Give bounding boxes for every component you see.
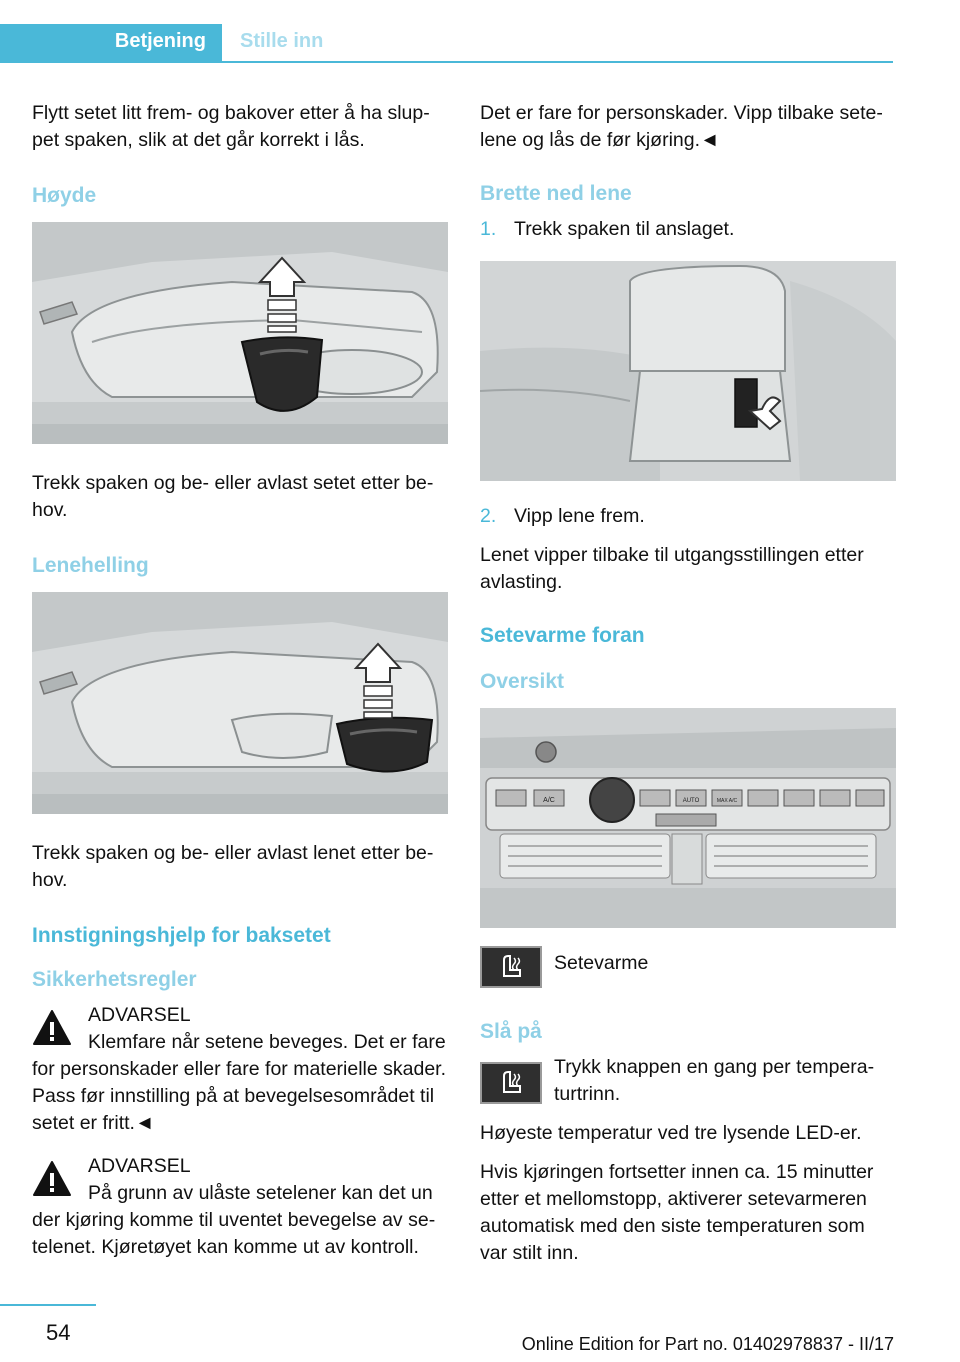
subsection-tab: Stille inn xyxy=(224,24,424,62)
rear-seat-lever-figure xyxy=(480,261,896,481)
step-1-text: Trekk spaken til anslaget. xyxy=(514,218,735,240)
subsection-tab-label: Stille inn xyxy=(240,30,324,52)
warning-2-text: der kjøring komme til uventet bevegelse … xyxy=(32,1209,436,1258)
heading-innstigningshjelp: Innstigningshjelp for baksetet xyxy=(32,924,331,947)
lenet-paragraph: Lenet vipper tilbake til utgangsstilling… xyxy=(480,544,864,593)
step-2-number: 2. xyxy=(480,505,497,527)
heading-sikkerhetsregler: Sikkerhetsregler xyxy=(32,968,197,991)
heading-setevarme-foran: Setevarme foran xyxy=(480,624,645,647)
hoyeste-paragraph: Høyeste temperatur ved tre lysende LED-e… xyxy=(480,1122,862,1144)
heading-lenehelling: Lenehelling xyxy=(32,554,149,577)
seat-heating-icon xyxy=(480,946,542,988)
console-auto-label: AUTO xyxy=(683,798,700,804)
warning-triangle-icon xyxy=(33,1161,71,1196)
warning-block-2: ADVARSEL På grunn av ulåste setelener ka… xyxy=(32,1153,448,1261)
edition-text: Online Edition for Part no. 01402978837 … xyxy=(521,1334,894,1354)
warning-2-first-line: På grunn av ulåste setelener kan det un­ xyxy=(88,1182,433,1204)
console-max-ac-label: MAX A/C xyxy=(717,798,738,804)
warning-1-title: ADVARSEL xyxy=(88,1004,191,1026)
footer-divider xyxy=(0,1304,96,1306)
warning-1-first-line: Klemfare når setene beveges. Det er fare xyxy=(88,1031,446,1053)
step-2: 2. Vipp lene frem. xyxy=(480,503,896,530)
right-intro-paragraph: Det er fare for personskader. Vipp tilba… xyxy=(480,102,883,151)
warning-block-1: ADVARSEL Klemfare når setene beveges. De… xyxy=(32,1002,448,1137)
trykk-paragraph: Trykk knappen en gang per tempera­turtri… xyxy=(554,1056,875,1105)
left-column: Flytt setet litt frem- og bakover etter … xyxy=(32,100,448,1273)
step-1: 1. Trekk spaken til anslaget. xyxy=(480,216,896,243)
heading-sla-pa: Slå på xyxy=(480,1020,542,1043)
step-2-text: Vipp lene frem. xyxy=(514,505,645,527)
warning-2-title: ADVARSEL xyxy=(88,1155,191,1177)
lenehelling-paragraph: Trekk spaken og be- eller avlast lenet e… xyxy=(32,842,434,891)
rear-seat-lever-illustration xyxy=(480,261,896,481)
seat-heating-button-icon xyxy=(480,1062,542,1104)
climate-panel-figure: A/C AUTO MAX A/C xyxy=(480,708,896,928)
page-number: 54 xyxy=(46,1320,71,1345)
step-1-number: 1. xyxy=(480,218,497,240)
setevarme-legend: Setevarme xyxy=(480,946,896,990)
right-column: Det er fare for personskader. Vipp tilba… xyxy=(480,100,896,1279)
heading-brette-ned-lene: Brette ned lene xyxy=(480,182,632,205)
intro-paragraph: Flytt setet litt frem- og bakover etter … xyxy=(32,102,430,151)
header-divider xyxy=(0,61,893,63)
hoyde-paragraph: Trekk spaken og be- eller avlast setet e… xyxy=(32,472,434,521)
seat-height-figure xyxy=(32,222,448,444)
heading-oversikt: Oversikt xyxy=(480,670,565,693)
backrest-tilt-figure xyxy=(32,592,448,814)
heading-hoyde: Høyde xyxy=(32,184,97,207)
console-ac-label: A/C xyxy=(543,797,555,804)
page-header: Betjening Stille inn xyxy=(0,0,960,64)
warning-1-text: for personskader eller fare for materiel… xyxy=(32,1058,447,1134)
section-tab: Betjening xyxy=(0,24,222,62)
backrest-tilt-illustration xyxy=(32,592,448,814)
sla-pa-block: Trykk knappen en gang per tempera­turtri… xyxy=(480,1054,896,1108)
warning-triangle-icon xyxy=(33,1010,71,1045)
climate-panel-illustration: A/C AUTO MAX A/C xyxy=(480,708,896,928)
setevarme-label: Setevarme xyxy=(554,952,649,974)
section-tab-label: Betjening xyxy=(114,30,206,52)
hvis-paragraph: Hvis kjøringen fortsetter innen ca. 15 m… xyxy=(480,1161,874,1264)
seat-height-illustration xyxy=(32,222,448,444)
